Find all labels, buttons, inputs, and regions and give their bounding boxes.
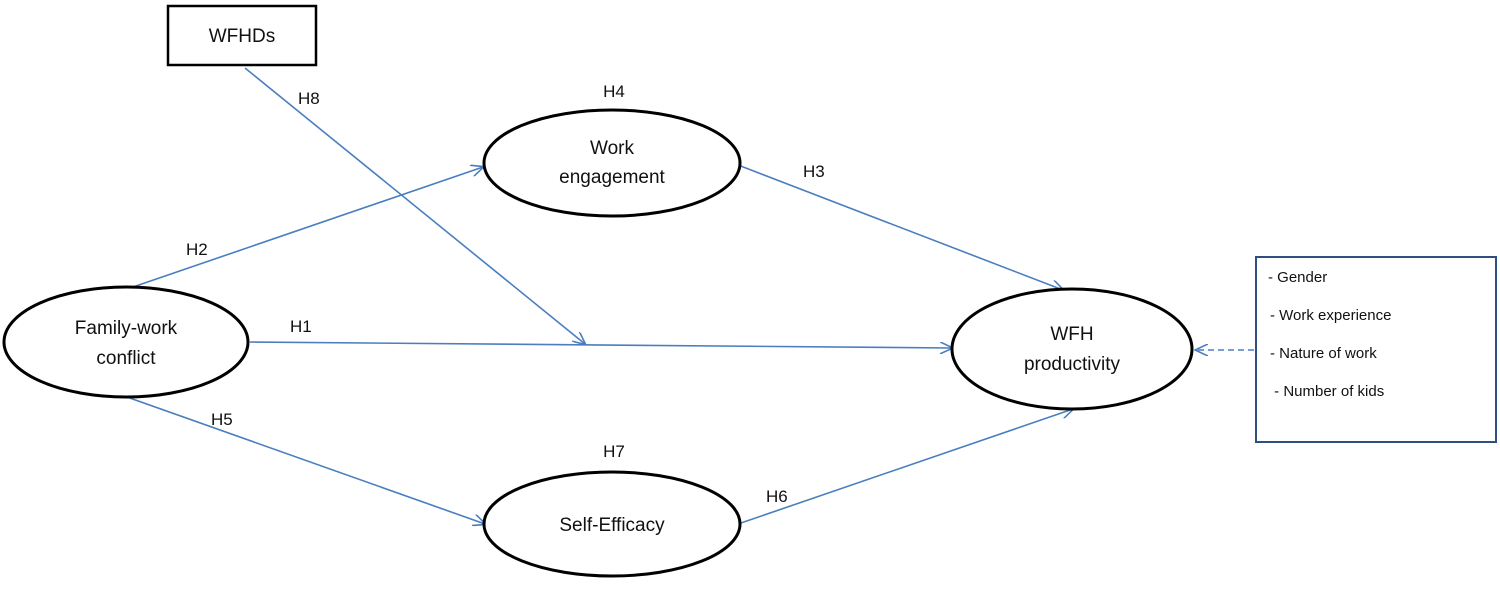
wfhds-label: WFHDs <box>209 26 275 47</box>
hypothesis-label-h6: H6 <box>766 487 788 506</box>
hypothesis-label-h2: H2 <box>186 240 208 259</box>
work-engagement-label-line1: Work <box>590 138 634 159</box>
work-engagement-node <box>482 108 742 218</box>
self-efficacy-label: Self-Efficacy <box>559 515 665 536</box>
control-item-gender: - Gender <box>1268 269 1327 286</box>
control-item-number-of-kids: - Number of kids <box>1270 383 1384 400</box>
wfhds-box <box>166 4 318 67</box>
wfh-productivity-label-line2: productivity <box>1024 354 1121 375</box>
arrow-h1-conflict-to-productivity <box>249 341 952 348</box>
hypothesis-label-h7: H7 <box>603 442 625 461</box>
family-work-conflict-label-line2: conflict <box>96 348 156 369</box>
hypothesis-label-h5: H5 <box>211 410 233 429</box>
arrow-h8-wfhds-to-h1-path <box>244 67 585 344</box>
wfh-productivity-node <box>950 287 1194 411</box>
control-item-nature-of-work: - Nature of work <box>1270 345 1377 362</box>
arrow-h2-conflict-to-engagement <box>132 167 483 288</box>
wfh-productivity-label-line1: WFH <box>1050 324 1093 345</box>
control-item-work-experience: - Work experience <box>1270 307 1391 324</box>
hypothesis-label-h1: H1 <box>290 317 312 336</box>
arrow-h3-engagement-to-productivity <box>737 164 1063 290</box>
control-variables-box <box>1255 256 1497 443</box>
work-engagement-label-line2: engagement <box>559 167 665 188</box>
family-work-conflict-label-line1: Family-work <box>75 318 178 339</box>
arrow-h6-self-efficacy-to-productivity <box>737 409 1073 525</box>
arrow-h5-conflict-to-self-efficacy <box>126 396 485 524</box>
family-work-conflict-node <box>2 285 250 399</box>
hypothesis-label-h3: H3 <box>803 162 825 181</box>
self-efficacy-node <box>482 470 742 578</box>
hypothesis-label-h8: H8 <box>298 89 320 108</box>
hypothesis-label-h4: H4 <box>603 82 625 101</box>
